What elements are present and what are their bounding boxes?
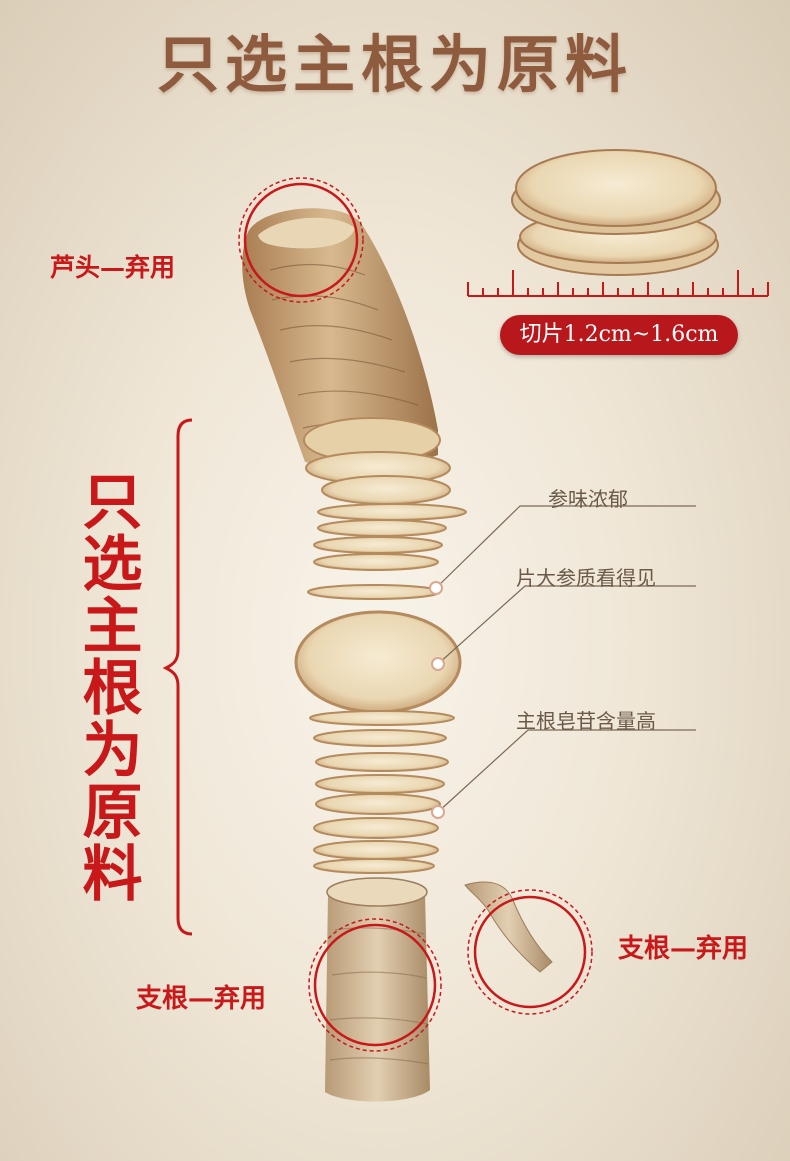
callout-dots [429, 581, 445, 819]
callout-flavor: 参味浓郁 [548, 487, 628, 511]
page-title: 只选主根为原料 [156, 28, 633, 101]
highlight-ring-bottom [313, 923, 437, 1047]
highlight-circle-bottom [308, 918, 442, 1052]
highlight-ring-top [243, 182, 359, 298]
callout-saponin: 主根皂苷含量高 [516, 709, 656, 733]
slice-size-badge: 切片1.2cm~1.6cm [500, 315, 738, 355]
ruler [467, 270, 769, 297]
callout-large-slice: 片大参质看得见 [516, 566, 656, 590]
branch-root-segment [325, 877, 430, 1102]
label-branch-discard-left: 支根—弃用 [136, 984, 267, 1014]
label-branch-discard-right: 支根—弃用 [618, 934, 749, 964]
fine-branch-root [464, 881, 553, 973]
slice-stack [294, 417, 467, 874]
bracket [162, 418, 193, 936]
highlight-circle-right [467, 889, 593, 1015]
sample-slices [511, 149, 721, 276]
rhizome-head [242, 208, 438, 468]
highlight-ring-right [473, 895, 587, 1009]
callout-lines [435, 505, 696, 813]
vertical-title: 只选主根为原料 [72, 470, 142, 904]
highlight-circle-top [238, 177, 364, 303]
label-rhizome-discard: 芦头—弃用 [50, 253, 176, 282]
